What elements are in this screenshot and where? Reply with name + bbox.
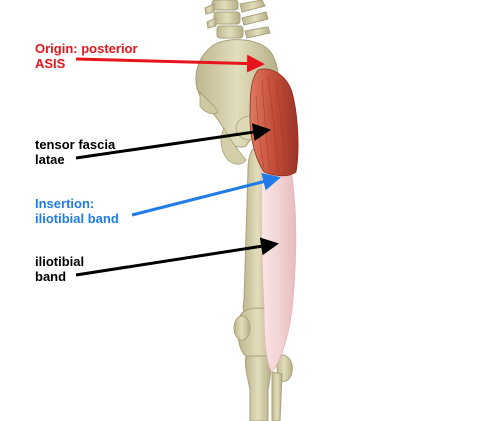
iliotibial-band — [260, 167, 297, 373]
lower-leg-bones — [245, 355, 283, 421]
origin-label-line1: Origin: posterior — [35, 41, 138, 56]
tensor-fascia-latae-label-line2: latae — [35, 152, 65, 167]
arrow-tensor-fascia-latae — [75, 123, 271, 160]
arrow-origin — [75, 54, 265, 73]
iliotibial-band-label-line2: band — [35, 269, 67, 284]
arrow-iliotibial-band — [75, 237, 279, 277]
lumbar-spine — [204, 0, 271, 39]
iliotibial-band-label: iliotibial band — [35, 254, 84, 284]
insertion-label-line2: iliotibial band — [35, 211, 119, 226]
tensor-fascia-latae-label-line1: tensor fascia — [35, 137, 116, 152]
insertion-label-line1: Insertion: — [35, 196, 95, 211]
origin-label: Origin: posterior ASIS — [35, 41, 138, 71]
tensor-fascia-latae-muscle — [249, 68, 299, 177]
insertion-label: Insertion: iliotibial band — [35, 196, 119, 226]
tensor-fascia-latae-label: tensor fascia latae — [35, 137, 115, 167]
origin-label-line2: ASIS — [35, 56, 66, 71]
iliotibial-band-label-line1: iliotibial — [35, 254, 85, 269]
arrow-insertion — [131, 172, 281, 217]
